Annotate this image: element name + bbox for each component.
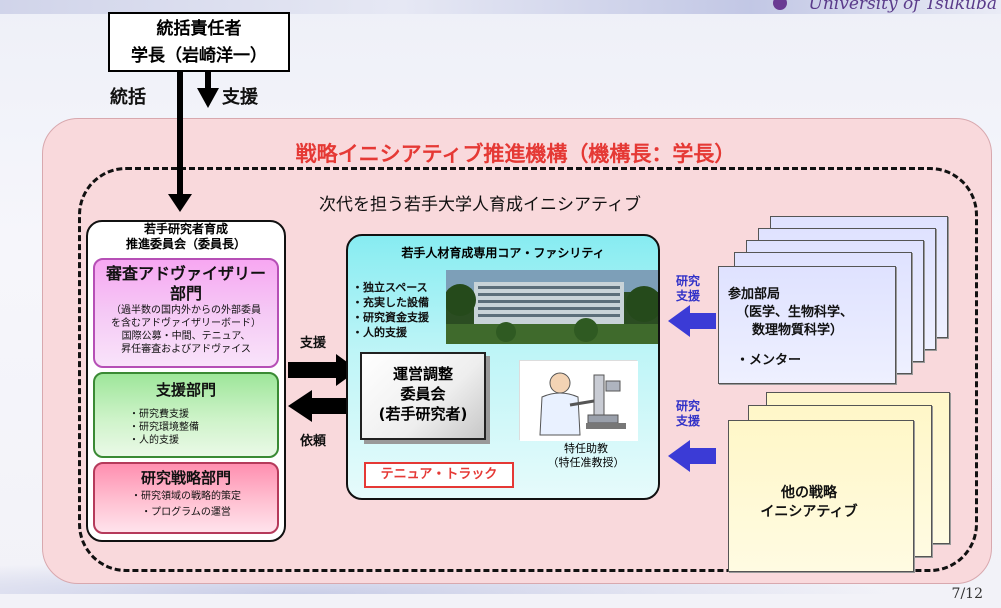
- leader-name: 学長（岩崎洋一）: [131, 46, 267, 66]
- special-assistant-professor-label: 特任助教 （特任准教授）: [526, 442, 646, 470]
- support-line-3: ・人的支援: [129, 435, 179, 446]
- steering-line2: 委員会: [400, 385, 446, 403]
- committee-title-line1: 若手研究者育成: [143, 222, 228, 236]
- other-initiatives-box: [728, 420, 914, 572]
- university-logo: University of Tsukuba: [808, 0, 997, 14]
- core-feature-list: ・独立スペース ・充実した設備 ・研究資金支援 ・人的支援: [352, 280, 429, 340]
- steering-line1: 運営調整: [392, 365, 453, 383]
- oversight-arrow: [168, 72, 192, 212]
- support-arrow-label: 支援: [300, 336, 327, 351]
- top-support-arrow: [197, 72, 219, 108]
- other-initiatives-text: 他の戦略 イニシアティブ: [744, 484, 874, 522]
- other-support-label: 研究 支援: [676, 399, 700, 429]
- advisory-head-line1: 審査アドヴァイザリー: [105, 264, 266, 283]
- request-arrow-label: 依頼: [300, 434, 327, 449]
- participating-departments-text: 参加部局 （医学、生物科学、 数理物質科学） ・メンター: [728, 286, 853, 370]
- strategy-line-2: ・プログラムの運営: [141, 507, 231, 518]
- oversight-label: 統括: [110, 87, 146, 108]
- advisory-line-2: を含むアドヴァイザリーボード）: [111, 318, 261, 329]
- core-facility-title: 若手人材育成専用コア・ファシリティ: [401, 246, 605, 260]
- top-support-label: 支援: [222, 87, 258, 108]
- other-initiatives-line2: イニシアティブ: [760, 504, 858, 520]
- other-support-label-line1: 研究: [676, 399, 701, 413]
- strategy-division-box: 研究戦略部門 ・研究領域の戦略的策定 ・プログラムの運営: [93, 462, 279, 534]
- advisory-line-1: （過半数の国内外からの外部委員: [111, 305, 261, 316]
- page-number: 7/12: [951, 586, 983, 602]
- initiative-title: 次代を担う若手大学人育成イニシアティブ: [319, 195, 641, 215]
- staff-line1: 特任助教: [564, 442, 608, 455]
- advisory-head-line2: 部門: [169, 284, 202, 303]
- steering-committee-box: 運営調整 委員会 (若手研究者): [360, 352, 486, 440]
- support-line-1: ・研究費支援: [129, 409, 189, 420]
- leader-title: 統括責任者: [156, 19, 242, 39]
- core-feature-3: ・研究資金支援: [352, 311, 429, 324]
- support-line-2: ・研究環境整備: [129, 422, 199, 433]
- staff-line2: （特任准教授）: [547, 456, 625, 469]
- microscope-scientist-icon: [520, 361, 638, 441]
- committee-title: 若手研究者育成 推進委員会（委員長）: [86, 222, 286, 252]
- advisory-line-3: 国際公募・中間、テニュア、: [121, 331, 251, 342]
- other-initiatives-line1: 他の戦略: [781, 485, 837, 501]
- building-illustration: [446, 270, 658, 344]
- committee-title-line2: 推進委員会（委員長）: [125, 237, 246, 251]
- mentor-label: ・メンター: [736, 353, 802, 368]
- other-support-arrow: [668, 440, 716, 472]
- facility-building-image: [446, 270, 658, 344]
- scientist-illustration: [519, 360, 638, 441]
- core-feature-2: ・充実した設備: [352, 296, 429, 309]
- header-stripe: [0, 0, 1001, 14]
- leader-box: 統括責任者 学長（岩崎洋一）: [108, 12, 290, 72]
- steering-line3: (若手研究者): [378, 405, 468, 423]
- university-emblem-icon: [773, 0, 787, 10]
- dept-support-label-line1: 研究: [676, 274, 701, 288]
- dept-title: 参加部局: [728, 287, 781, 302]
- initiative-boundary: [78, 167, 978, 572]
- dept-fields-line1: （医学、生物科学、: [736, 305, 854, 320]
- advisory-division-box: 審査アドヴァイザリー 部門 （過半数の国内外からの外部委員 を含むアドヴァイザリ…: [93, 258, 279, 368]
- dept-support-label: 研究 支援: [676, 274, 700, 304]
- tenure-track-badge: テニュア・トラック: [364, 462, 514, 488]
- core-feature-1: ・独立スペース: [352, 281, 428, 294]
- other-support-label-line2: 支援: [676, 414, 701, 428]
- support-division-box: 支援部門 ・研究費支援 ・研究環境整備 ・人的支援: [93, 372, 279, 458]
- strategy-division-head: 研究戦略部門: [140, 469, 231, 487]
- participating-departments-box: [718, 266, 896, 384]
- dept-support-label-line2: 支援: [676, 289, 701, 303]
- core-feature-4: ・人的支援: [352, 326, 407, 339]
- organization-title: 戦略イニシアティブ推進機構（機構長：学長）: [295, 142, 736, 166]
- dept-support-arrow: [668, 305, 716, 337]
- support-division-head: 支援部門: [155, 381, 216, 399]
- strategy-line-1: ・研究領域の戦略的策定: [131, 491, 241, 502]
- dept-fields-line2: 数理物質科学）: [752, 323, 844, 338]
- advisory-line-4: 昇任審査およびアドヴァイス: [121, 344, 251, 355]
